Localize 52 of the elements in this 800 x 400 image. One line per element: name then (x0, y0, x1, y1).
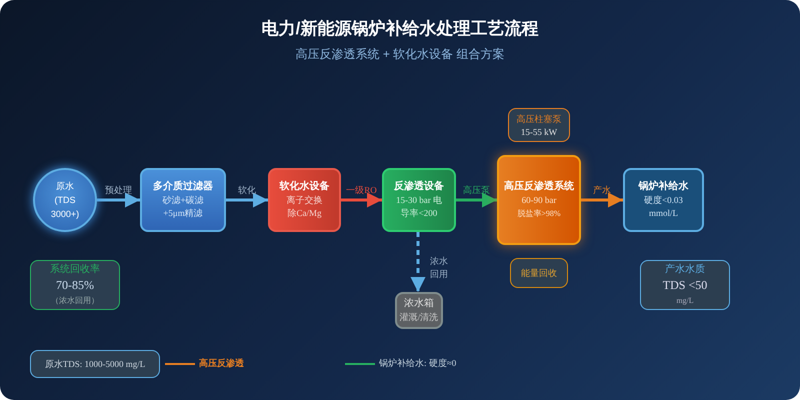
subtitle: 高压反渗透系统 + 软化水设备 组合方案 (294, 46, 506, 63)
process-box (497, 155, 581, 245)
edge-label: 一级RO (345, 184, 378, 197)
box-heading: 浓水箱 (404, 297, 434, 311)
arrow (97, 192, 140, 208)
box-text: 硬度<0.03 mmol/L (643, 194, 684, 220)
box-heading: 能量回收 (521, 267, 557, 280)
box-text: TDS <50 (662, 277, 708, 294)
edge-label: 软化 (237, 184, 257, 197)
box-text: 15-55 kW (520, 126, 558, 138)
box-text: 脱盐率>98% (517, 208, 561, 220)
legend-text: 锅炉补给水: 硬度≈0 (379, 357, 456, 370)
box-text: mg/L (676, 295, 694, 307)
info-card (30, 260, 120, 310)
process-box (382, 168, 456, 232)
info-card (640, 260, 730, 310)
box-heading: 锅炉补给水 (638, 180, 688, 194)
arrow (226, 192, 268, 208)
process-box (268, 168, 341, 232)
info-card (510, 258, 568, 288)
title: 电力/新能源锅炉补给水处理工艺流程 (260, 18, 540, 40)
legend-text: 高压反渗透 (199, 357, 244, 370)
box-text: 15-30 bar 电导率<200 (395, 194, 443, 220)
box-text: 离子交换除Ca/Mg (286, 194, 324, 220)
box-heading: 多介质过滤器 (153, 180, 213, 194)
edge-label: 浓水回用 (430, 255, 449, 281)
arrow (581, 192, 623, 208)
box-heading: 反渗透设备 (394, 180, 444, 194)
box-text: 70-85% (56, 277, 94, 294)
box-heading: 系统回收率 (50, 263, 100, 277)
box-heading: 产水水质 (665, 263, 705, 277)
box-heading: 原水TDS: 1000-5000 mg/L (44, 358, 146, 371)
box-text: 砂滤+碳滤 +5μm精滤 (161, 194, 205, 220)
output-box (623, 168, 704, 232)
box-text: 60-90 bar (522, 194, 556, 207)
box-heading: 原水 (TDS 3000+) (50, 180, 80, 221)
tank-box (395, 292, 443, 329)
edge-label: 预处理 (104, 184, 133, 197)
info-card (508, 108, 570, 142)
box-text: （浓水回用） (51, 295, 99, 307)
arrow (456, 192, 497, 208)
box-heading: 软化水设备 (280, 180, 330, 194)
source-circle (33, 168, 97, 232)
arrow (410, 232, 426, 292)
edge-label: 高压泵 (462, 184, 491, 197)
process-box (140, 168, 226, 232)
arrow (341, 192, 382, 208)
box-heading: 高压柱塞泵 (516, 112, 562, 126)
box-heading: 高压反渗透系统 (504, 180, 574, 194)
edge-label: 产水 (592, 184, 612, 197)
box-text: 灌溉/清洗 (400, 311, 438, 324)
info-card (30, 350, 160, 378)
